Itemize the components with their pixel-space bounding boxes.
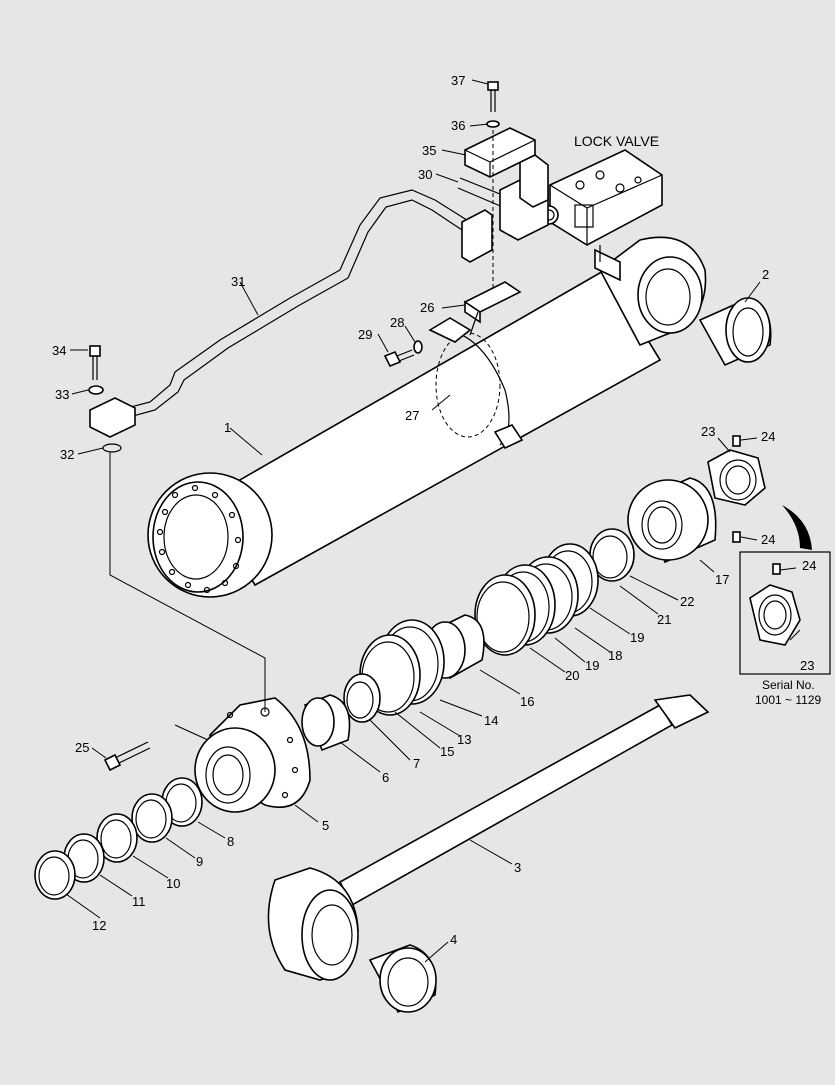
callout-label: 1 — [224, 420, 231, 435]
callout-label: 23 — [701, 424, 715, 439]
callout-label: 21 — [657, 612, 671, 627]
callout-label: 10 — [166, 876, 180, 891]
callout-label: 24 — [802, 558, 816, 573]
callout-label: 5 — [322, 818, 329, 833]
bolt-29 — [383, 340, 423, 368]
piston-rod — [267, 694, 710, 981]
callout-label: 24 — [761, 532, 775, 547]
callout-label: 26 — [420, 300, 434, 315]
callout-label: 29 — [358, 327, 372, 342]
callout-label: 19 — [585, 658, 599, 673]
callout-label: 12 — [92, 918, 106, 933]
bushing-4 — [368, 944, 437, 1014]
callout-label: 28 — [390, 315, 404, 330]
callout-label: 9 — [196, 854, 203, 869]
lock-valve-title: LOCK VALVE — [574, 133, 659, 149]
callout-label: 16 — [520, 694, 534, 709]
callout-label: 6 — [382, 770, 389, 785]
callout-label: 3 — [514, 860, 521, 875]
callout-label: 23 — [800, 658, 814, 673]
callout-label: 30 — [418, 167, 432, 182]
callout-labels: 1 2 3 4 5 6 7 8 9 10 11 12 13 14 15 16 1… — [52, 73, 816, 947]
serial-label: Serial No. — [762, 678, 815, 692]
pipe-clamp — [464, 127, 536, 178]
callout-label: 19 — [630, 630, 644, 645]
bushing-6 — [301, 694, 351, 752]
callout-label: 36 — [451, 118, 465, 133]
callout-label: 14 — [484, 713, 498, 728]
callout-label: 15 — [440, 744, 454, 759]
callout-label: 34 — [52, 343, 66, 358]
flange-bolt-holes — [156, 484, 242, 594]
callout-label: 27 — [405, 408, 419, 423]
bolt-34 — [88, 345, 122, 453]
callout-label: 4 — [450, 932, 457, 947]
band-clamp — [428, 317, 524, 450]
callout-label: 25 — [75, 740, 89, 755]
rod-cover — [194, 697, 311, 813]
callout-label: 18 — [608, 648, 622, 663]
callout-label: 20 — [565, 668, 579, 683]
pipe-31 — [89, 189, 493, 438]
callout-label: 24 — [761, 429, 775, 444]
callout-label: 32 — [60, 447, 74, 462]
serial-inset — [739, 551, 831, 675]
nut-23 — [707, 435, 766, 543]
piston-17 — [627, 477, 717, 564]
callout-label: 31 — [231, 274, 245, 289]
cylinder-tube — [147, 236, 707, 598]
leader-lines — [65, 79, 801, 963]
callout-label: 35 — [422, 143, 436, 158]
seal-rings-rod — [34, 777, 203, 900]
callout-label: 37 — [451, 73, 465, 88]
pipe-bracket — [463, 281, 522, 336]
callout-label: 2 — [762, 267, 769, 282]
seal-rings-head — [343, 619, 445, 723]
callout-label: 8 — [227, 834, 234, 849]
callout-label: 22 — [680, 594, 694, 609]
bushing-2 — [698, 297, 772, 367]
callout-label: 11 — [132, 894, 146, 909]
callout-label: 33 — [55, 387, 69, 402]
pipe-30 — [457, 154, 549, 241]
callout-label: 7 — [413, 756, 420, 771]
bolt-37 — [486, 81, 500, 290]
bolt-25 — [103, 741, 151, 772]
callout-label: 17 — [715, 572, 729, 587]
serial-range: 1001 ~ 1129 — [755, 693, 822, 707]
callout-label: 13 — [457, 732, 471, 747]
seal-rings-piston — [474, 528, 635, 656]
